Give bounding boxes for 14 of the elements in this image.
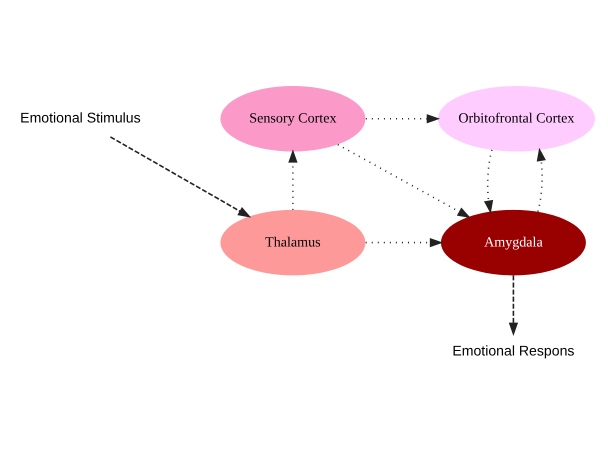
node-ellipse: Thalamus [220,209,366,275]
arrow [366,237,444,247]
arrow [288,148,298,210]
arrow [110,136,252,218]
node-text: Emotional Stimulus [20,108,141,125]
node-ellipse: Sensory Cortex [220,86,366,151]
arrow [337,143,471,218]
arrow [508,275,518,336]
arrow [536,147,546,212]
arrow [484,149,494,214]
node-text: Emotional Respons [452,342,574,358]
node-ellipse: Orbitofrontal Cortex [438,86,596,151]
arrow [366,114,440,123]
node-ellipse: Amygdala [440,209,586,275]
